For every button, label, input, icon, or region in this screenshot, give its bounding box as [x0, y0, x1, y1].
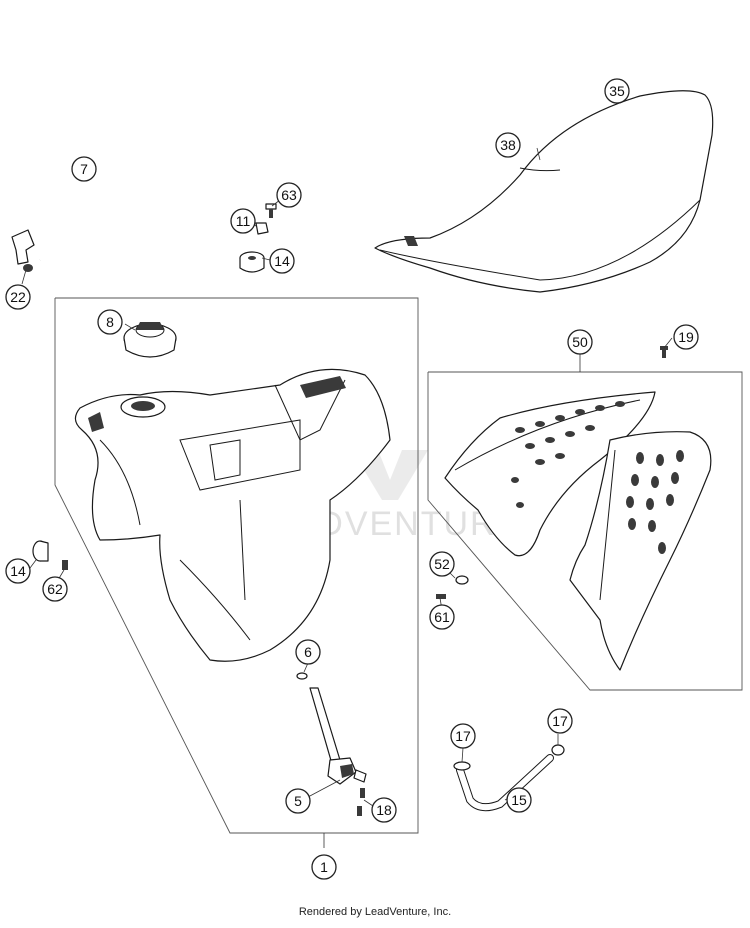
svg-text:7: 7 — [80, 161, 88, 177]
svg-text:18: 18 — [376, 802, 392, 818]
screw-18[interactable] — [357, 788, 365, 816]
callout-11: 11 — [230, 208, 256, 234]
callout-7: 7 — [71, 156, 97, 182]
spoiler-frame — [427, 371, 743, 691]
svg-text:50: 50 — [572, 334, 588, 350]
callout-63: 63 — [276, 182, 302, 208]
svg-text:38: 38 — [500, 137, 516, 153]
callout-52: 52 — [429, 551, 455, 577]
svg-text:22: 22 — [10, 289, 26, 305]
svg-text:19: 19 — [678, 329, 694, 345]
callout-15: 15 — [506, 787, 532, 813]
footer-credit: Rendered by LeadVenture, Inc. — [298, 906, 452, 918]
svg-text:11: 11 — [236, 213, 251, 229]
callout-18: 18 — [371, 797, 397, 823]
svg-text:14: 14 — [274, 253, 290, 269]
callout-22: 22 — [5, 284, 31, 310]
svg-text:62: 62 — [47, 581, 63, 597]
rubber-bushing-14-top[interactable] — [239, 251, 265, 273]
screw-63[interactable] — [265, 203, 277, 218]
breather-hose[interactable] — [456, 754, 554, 812]
svg-text:1: 1 — [320, 859, 328, 875]
callout-19: 19 — [673, 324, 699, 350]
tank-spoiler-right[interactable] — [569, 431, 712, 671]
svg-text:52: 52 — [434, 556, 450, 572]
callout-38: 38 — [495, 132, 521, 158]
svg-text:63: 63 — [281, 187, 297, 203]
callout-14-side: 14 — [5, 558, 31, 584]
callout-17-right: 17 — [547, 708, 573, 734]
svg-text:61: 61 — [434, 609, 450, 625]
seat[interactable] — [374, 90, 714, 293]
svg-text:5: 5 — [294, 793, 302, 809]
callout-14-top: 14 — [269, 248, 295, 274]
callout-5: 5 — [285, 788, 311, 814]
callout-62: 62 — [42, 576, 68, 602]
callout-50: 50 — [567, 329, 593, 355]
svg-text:17: 17 — [455, 728, 471, 744]
hose-clamp-17-left[interactable] — [453, 761, 471, 771]
svg-text:14: 14 — [10, 563, 26, 579]
nut-11[interactable] — [255, 222, 269, 235]
svg-text:6: 6 — [304, 644, 312, 660]
svg-text:35: 35 — [609, 83, 625, 99]
screw-62[interactable] — [62, 560, 68, 570]
rubber-bushing-14-side[interactable] — [32, 540, 49, 562]
svg-text:17: 17 — [552, 713, 568, 729]
svg-text:8: 8 — [106, 314, 114, 330]
washer-52[interactable] — [455, 575, 469, 585]
fuel-hose[interactable] — [39, 175, 156, 261]
callout-8: 8 — [97, 309, 123, 335]
fuel-cap[interactable] — [123, 322, 177, 358]
screw-61[interactable] — [436, 594, 446, 599]
tank-spoiler-left[interactable] — [444, 391, 656, 557]
o-ring[interactable] — [296, 672, 308, 680]
callout-17-left: 17 — [450, 723, 476, 749]
svg-text:15: 15 — [511, 792, 527, 808]
fuel-tank[interactable] — [74, 368, 391, 662]
hose-clamp-17-right[interactable] — [551, 744, 565, 756]
callout-6: 6 — [295, 639, 321, 665]
hose-elbow-fitting[interactable] — [11, 229, 35, 272]
callout-35: 35 — [604, 78, 630, 104]
callout-1: 1 — [311, 854, 337, 880]
callout-61: 61 — [429, 604, 455, 630]
fuel-tap[interactable] — [309, 687, 367, 785]
